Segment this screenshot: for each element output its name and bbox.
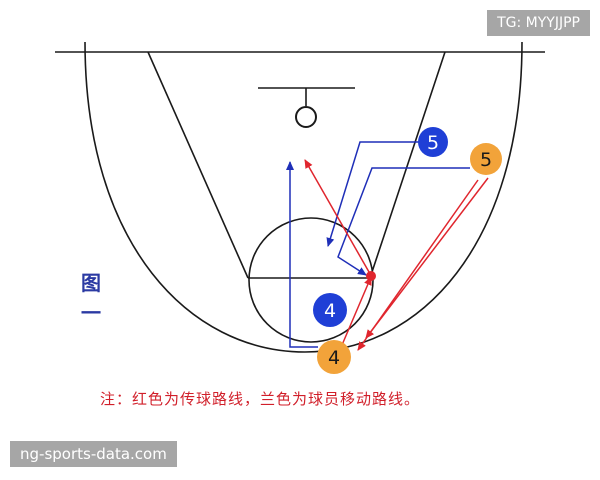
player-defense-4: 4 — [313, 293, 347, 327]
pass-route-1 — [341, 276, 372, 346]
passing-routes — [304, 159, 489, 351]
player-defense-5: 5 — [418, 127, 448, 157]
move-route-defense-5-b — [337, 167, 470, 276]
figure-label: 图 一 — [81, 271, 101, 325]
svg-text:4: 4 — [324, 300, 336, 322]
free-throw-circle — [248, 217, 374, 343]
pass-route-2 — [304, 159, 370, 273]
svg-text:5: 5 — [427, 132, 439, 154]
three-point-arc — [84, 41, 523, 353]
watermark-top: TG: MYYJJPP — [487, 10, 590, 36]
player-offense-4: 4 — [317, 340, 351, 374]
hoop — [295, 106, 317, 128]
court-lines — [55, 41, 545, 353]
pass-point — [366, 271, 376, 281]
move-route-defense-5-a — [326, 141, 423, 247]
movement-routes — [286, 141, 470, 348]
lane-line-left — [147, 51, 249, 279]
legend-note: 注：红色为传球路线，兰色为球员移动路线。 — [100, 390, 421, 408]
move-route-defense-4-up — [286, 161, 318, 348]
player-offense-5: 5 — [470, 143, 502, 175]
svg-text:4: 4 — [328, 347, 340, 369]
watermark-bottom: ng-sports-data.com — [10, 441, 177, 467]
lane-line-right — [369, 51, 446, 279]
pass-route-4 — [365, 177, 489, 339]
svg-text:5: 5 — [480, 149, 492, 171]
